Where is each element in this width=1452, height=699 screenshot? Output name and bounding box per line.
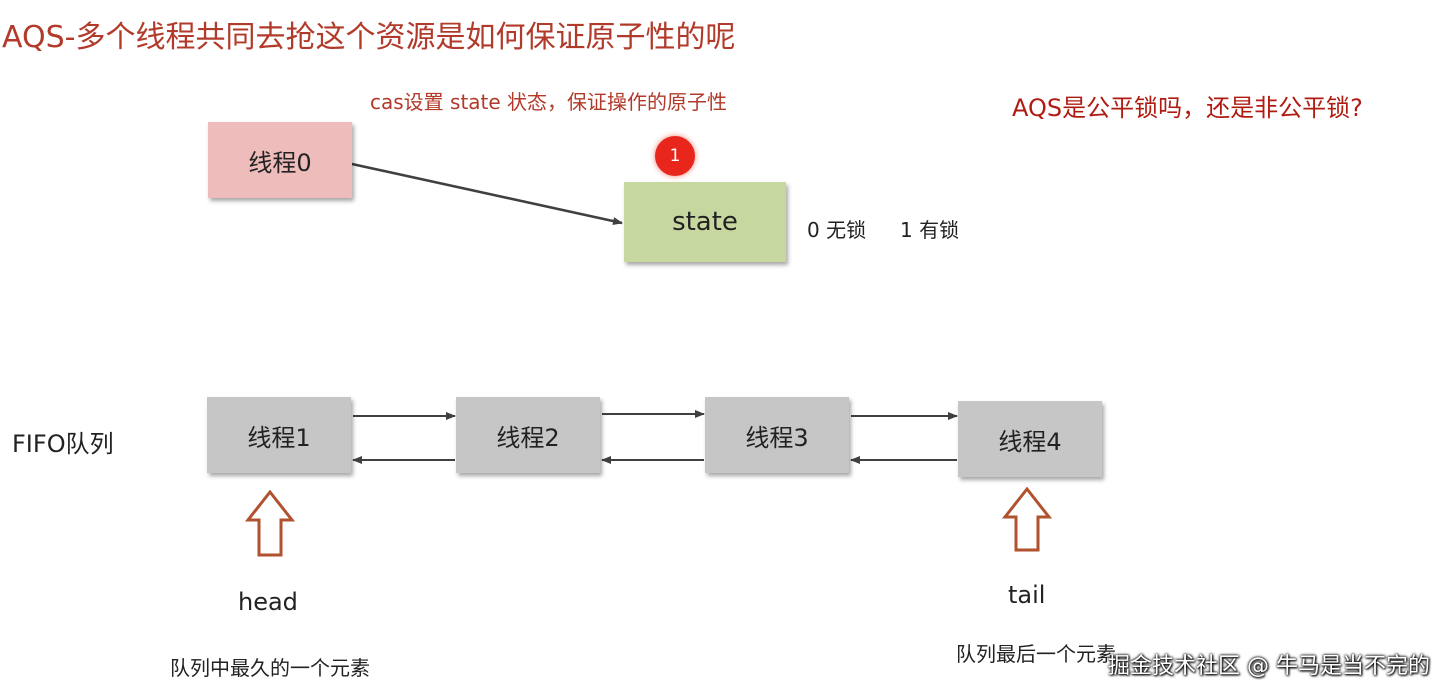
state-box: state (624, 182, 786, 262)
state-one-note: 1 有锁 (900, 218, 960, 242)
fifo-queue-label: FIFO队列 (12, 430, 114, 458)
queue-node: 线程1 (207, 397, 351, 473)
queue-node-label: 线程4 (998, 427, 1062, 456)
thread0-to-state-arrow (351, 162, 623, 225)
tail-label: tail (1008, 581, 1046, 609)
watermark: 掘金技术社区 @ 牛马是当不完的 (1108, 654, 1430, 679)
head-label: head (238, 588, 298, 616)
head-description: 队列中最久的一个元素 (170, 656, 370, 680)
state-zero-note: 0 无锁 (807, 218, 867, 242)
queue-node: 线程2 (456, 397, 600, 473)
thread0-box: 线程0 (208, 122, 352, 198)
queue-node-label: 线程1 (247, 423, 311, 452)
queue-node: 线程4 (958, 401, 1102, 477)
queue-node-label: 线程3 (745, 423, 809, 452)
tail-description: 队列最后一个元素 (956, 642, 1116, 666)
cas-note: cas设置 state 状态，保证操作的原子性 (370, 90, 728, 114)
slide-title: AQS-多个线程共同去抢这个资源是如何保证原子性的呢 (2, 20, 736, 55)
head-up-arrow (244, 489, 296, 557)
step-badge: 1 (655, 136, 695, 176)
tail-up-arrow (1001, 486, 1053, 552)
queue-node: 线程3 (705, 397, 849, 473)
queue-node-label: 线程2 (496, 423, 560, 452)
fairness-question: AQS是公平锁吗，还是非公平锁? (1012, 94, 1363, 122)
state-label: state (672, 207, 738, 237)
thread0-label: 线程0 (248, 148, 312, 177)
